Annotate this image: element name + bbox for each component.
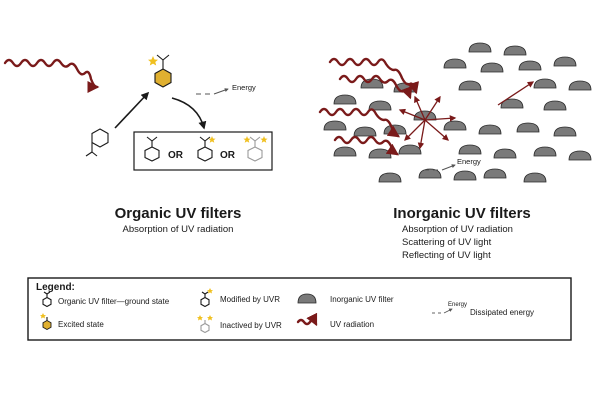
legend-dissipated-energy: Dissipated energy: [470, 308, 534, 317]
uv-wave-icon: [296, 312, 318, 327]
inorganic-particle-icon: [468, 42, 492, 53]
inorganic-particle-icon: [493, 148, 517, 159]
star-icon: [243, 136, 251, 143]
inorganic-particle-icon: [568, 150, 592, 161]
inorganic-particle-icon: [333, 146, 357, 157]
products-box: [133, 131, 273, 171]
inorganic-particle-icon: [378, 172, 402, 183]
inorganic-particle-icon: [483, 168, 507, 179]
inorganic-particle-icon: [500, 98, 524, 109]
star-icon: [208, 136, 216, 143]
uv-wave-icon: [333, 135, 399, 156]
inorganic-particle-icon: [543, 100, 567, 111]
uv-wave-icon: [318, 107, 400, 138]
inorganic-particle-icon: [480, 62, 504, 73]
organic-title: Organic UV filters: [115, 205, 242, 222]
modified-molecule-icon: [197, 136, 213, 162]
energy-arrows-icon: [196, 88, 229, 95]
inorganic-particle-icon: [553, 56, 577, 67]
inorganic-particle-icon: [478, 124, 502, 135]
product-molecule-icon: [144, 136, 160, 162]
legend: Legend: Organic UV filter—ground state E…: [27, 277, 572, 341]
inactivated-molecule-icon: [200, 320, 210, 334]
energy-arrows-icon: [424, 164, 456, 171]
inorganic-particle-icon: [518, 60, 542, 71]
organic-energy-label: Energy: [232, 83, 256, 92]
inorganic-particle-icon: [458, 80, 482, 91]
inorganic-section: Energy Inorganic UV filters Absorption o…: [318, 42, 592, 261]
inorganic-particle-field: [323, 42, 592, 183]
organic-section: Energy OR OR Organ: [3, 54, 273, 235]
legend-inactived: Inactived by UVR: [220, 321, 282, 330]
inorganic-particle-icon: [443, 58, 467, 69]
inorganic-particle-icon: [418, 168, 442, 179]
inorganic-particle-icon: [553, 126, 577, 137]
inorganic-particle-icon: [323, 120, 347, 131]
legend-ground-state: Organic UV filter—ground state: [58, 297, 170, 306]
star-icon: [207, 315, 213, 321]
inorganic-particle-icon: [398, 144, 422, 155]
inorganic-particle-icon: [458, 144, 482, 155]
inorganic-particle-icon: [297, 293, 317, 304]
inorganic-particle-icon: [533, 146, 557, 157]
cyclohexane-molecule-icon: [85, 128, 109, 157]
inorganic-particle-icon: [516, 122, 540, 133]
inorganic-energy-label: Energy: [457, 157, 481, 166]
inorganic-particle-icon: [368, 148, 392, 159]
inorganic-particle-icon: [533, 78, 557, 89]
inorganic-particle-icon: [333, 94, 357, 105]
uv-wave-icon: [328, 57, 419, 95]
organic-subtitle: Absorption of UV radiation: [123, 224, 234, 235]
inorganic-line-2: Scattering of UV light: [402, 237, 492, 248]
inorganic-line-1: Absorption of UV radiation: [402, 224, 513, 235]
uv-wave-icon: [3, 58, 100, 93]
or-label-2: OR: [220, 150, 236, 161]
or-label-1: OR: [168, 150, 184, 161]
inorganic-particle-icon: [443, 120, 467, 131]
legend-inorganic-filter: Inorganic UV filter: [330, 295, 394, 304]
relaxation-arrow: [171, 97, 207, 130]
legend-excited-state: Excited state: [58, 320, 104, 329]
legend-uv-radiation: UV radiation: [330, 320, 374, 329]
star-icon: [148, 56, 158, 66]
cyclohexane-molecule-icon: [42, 291, 52, 308]
scattering-arrows: [398, 81, 535, 150]
inorganic-particle-icon: [503, 45, 527, 56]
star-icon: [197, 315, 203, 321]
inorganic-title: Inorganic UV filters: [393, 205, 531, 222]
inorganic-particle-icon: [353, 126, 377, 137]
star-icon: [260, 136, 268, 143]
uv-wave-icon: [338, 74, 413, 100]
inorganic-particle-icon: [368, 100, 392, 111]
star-icon: [40, 313, 46, 319]
inorganic-particle-icon: [568, 80, 592, 91]
legend-box: [27, 277, 572, 341]
energy-arrows-icon: [432, 308, 453, 314]
star-icon: [207, 288, 213, 294]
excitation-arrow: [114, 91, 150, 129]
legend-modified: Modified by UVR: [220, 295, 280, 304]
inactivated-molecule-icon: [247, 136, 263, 162]
excited-molecule-icon: [42, 317, 52, 331]
legend-energy-symbol: Energy: [448, 302, 467, 308]
inorganic-particle-icon: [523, 172, 547, 183]
excited-molecule-icon: [154, 54, 172, 88]
inorganic-line-3: Reflecting of UV light: [402, 250, 491, 261]
inorganic-particle-icon: [453, 170, 477, 181]
legend-title: Legend:: [36, 282, 75, 293]
modified-molecule-icon: [200, 291, 210, 308]
